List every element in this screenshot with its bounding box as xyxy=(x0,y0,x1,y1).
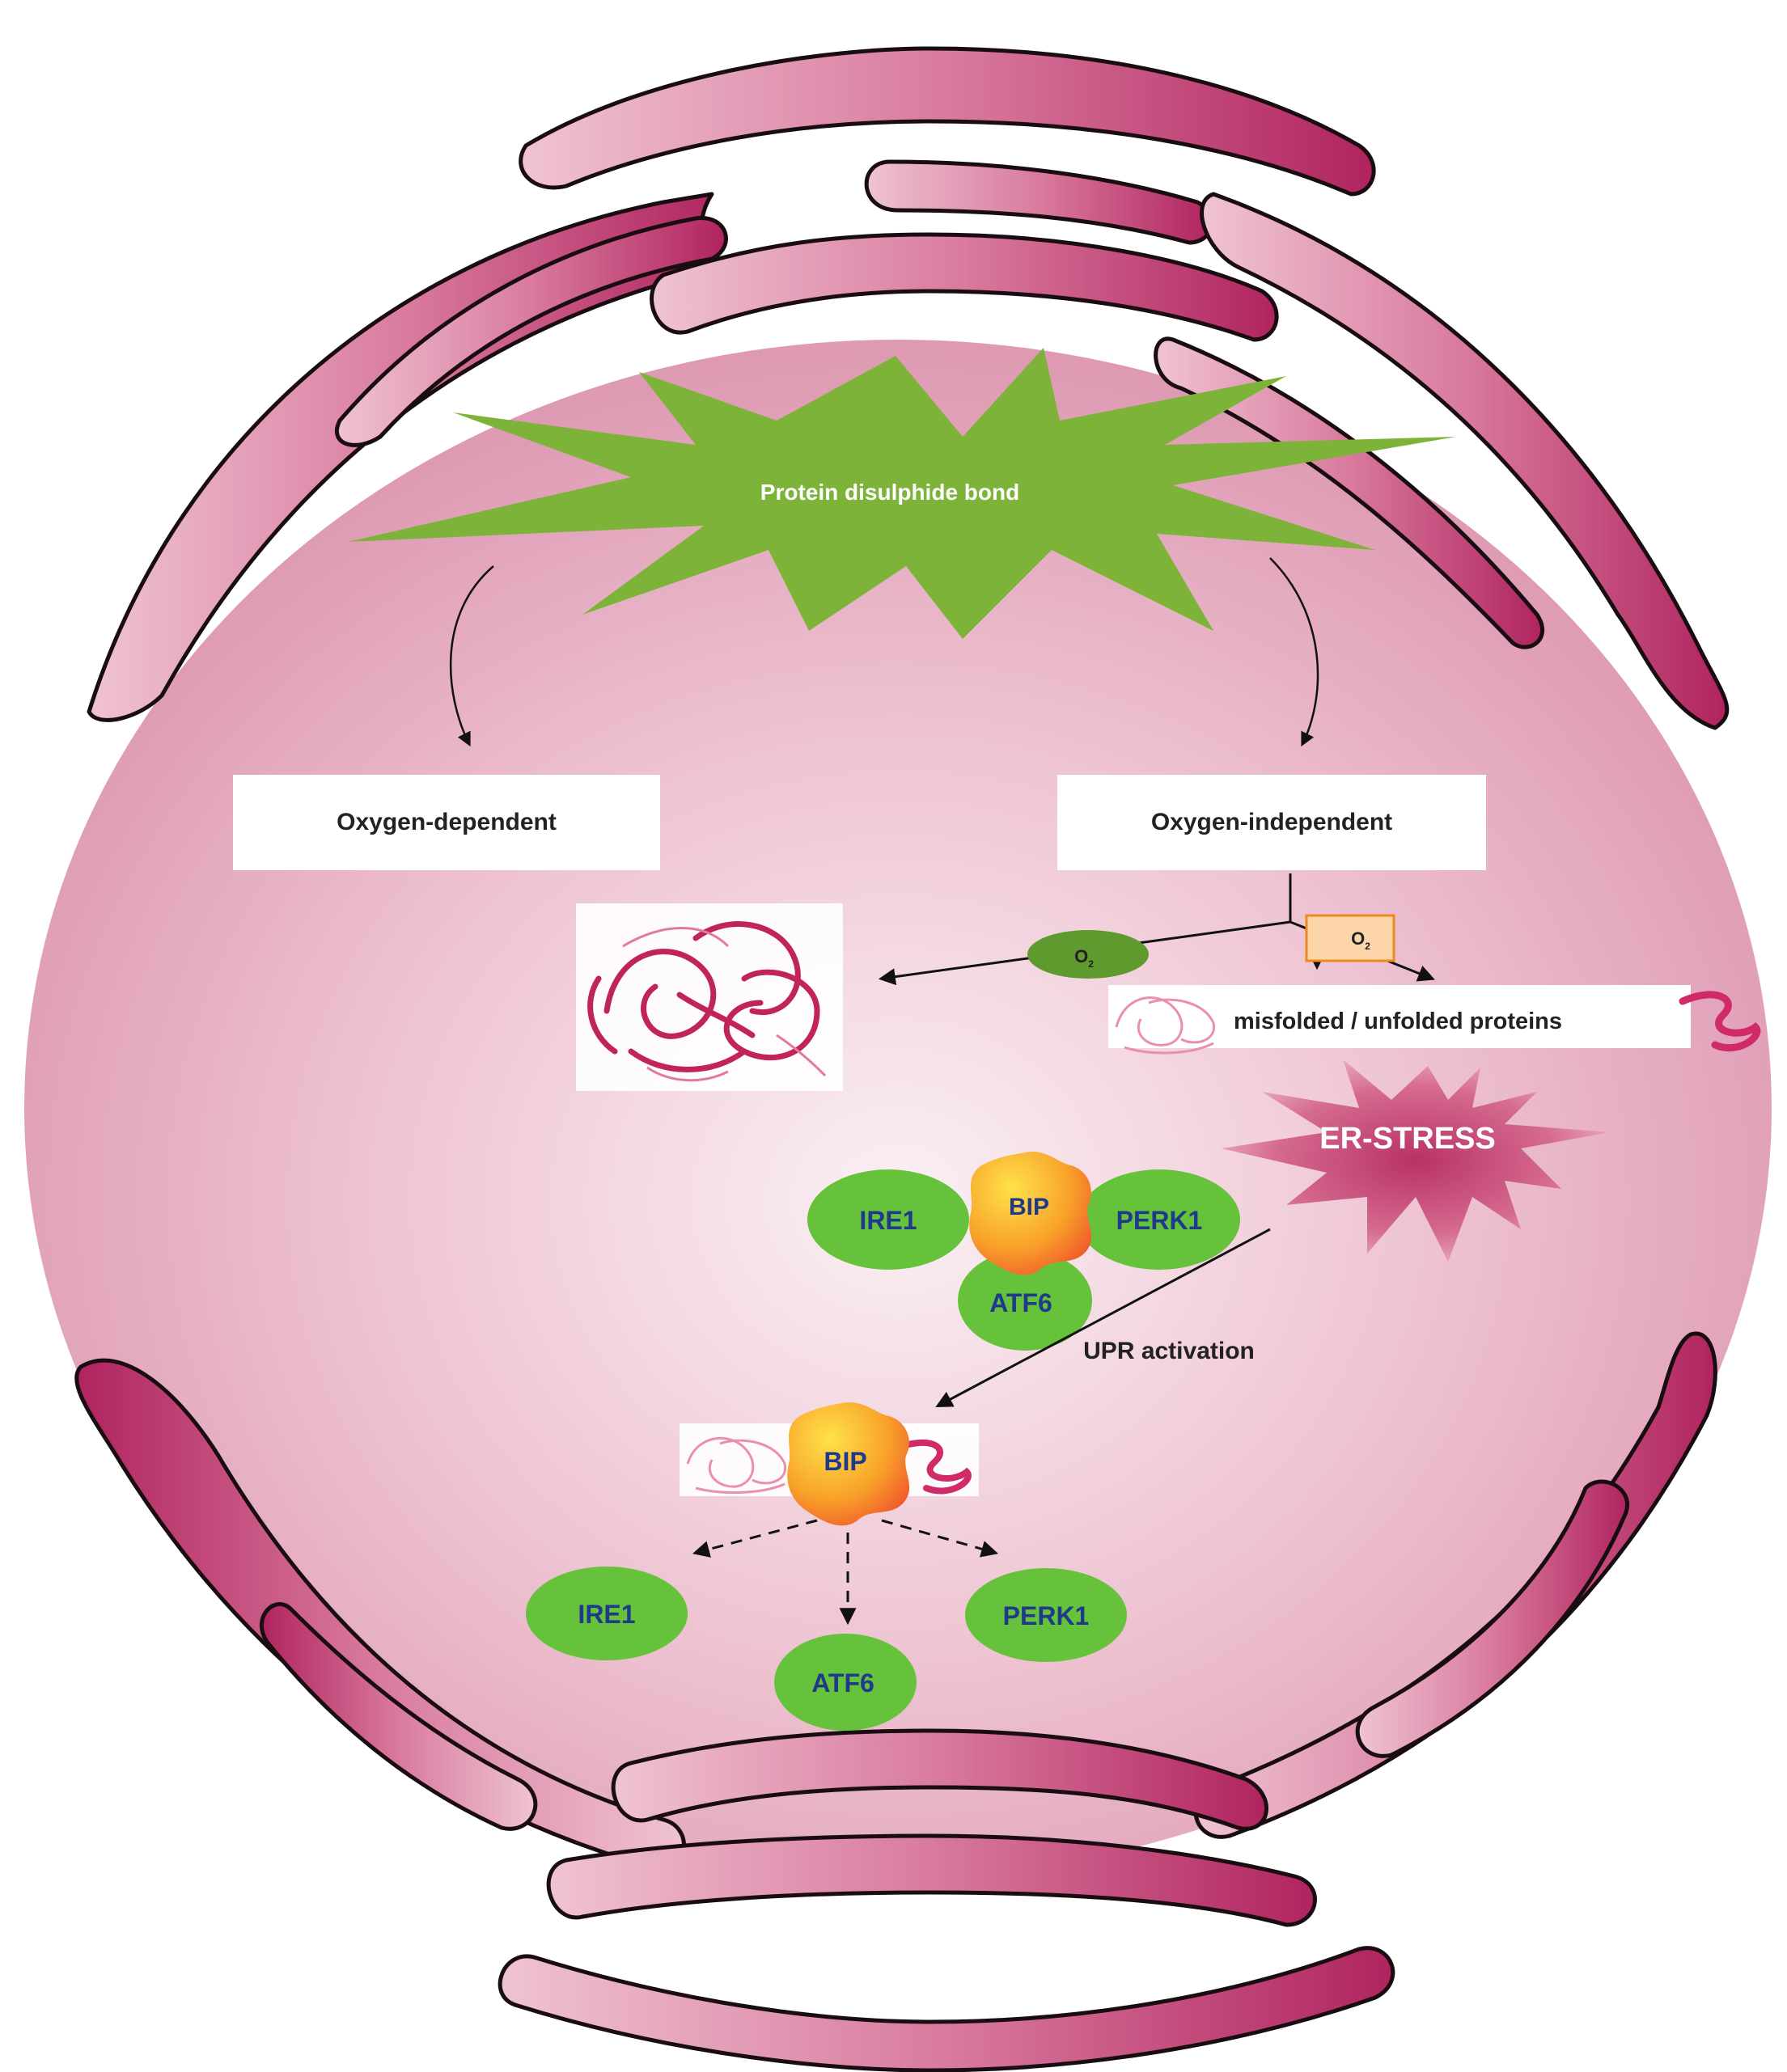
oxygen-independent-box xyxy=(1057,775,1486,870)
perk1-active-label: PERK1 xyxy=(1003,1601,1090,1630)
dashed-arrow-ire1 xyxy=(692,1519,818,1558)
upr-complex-active: BIP IRE1 ATF6 PERK1 xyxy=(526,1402,1127,1731)
o2-box xyxy=(1305,914,1395,962)
center-label: Protein disulphide bond xyxy=(760,480,1019,505)
atf6-active-label: ATF6 xyxy=(811,1668,874,1698)
ire1-label: IRE1 xyxy=(859,1206,917,1235)
oxygen-independent-label: Oxygen-independent xyxy=(1151,809,1392,835)
atf6-label: ATF6 xyxy=(989,1288,1052,1317)
misfolded-protein-image xyxy=(1115,996,1216,1055)
bip-label: BIP xyxy=(1009,1194,1049,1220)
upr-label: UPR activation xyxy=(1083,1338,1255,1364)
atf6-node xyxy=(958,1250,1092,1351)
bound-misfolded-protein-image xyxy=(686,1436,787,1494)
upr-complex-inactive: IRE1 PERK1 ATF6 BIP xyxy=(807,1151,1240,1351)
bip-node xyxy=(969,1151,1092,1275)
perk1-label: PERK1 xyxy=(1116,1206,1203,1235)
atf6-active-node xyxy=(774,1634,917,1731)
misfolded-label: misfolded / unfolded proteins xyxy=(1234,1009,1562,1034)
oxygen-dependent-box xyxy=(233,775,660,870)
o2-ellipse xyxy=(1027,930,1149,979)
arrow-to-oxygen-independent xyxy=(1269,557,1319,747)
o2-label-left: O2 xyxy=(1074,946,1094,970)
bottom-membrane xyxy=(74,1331,1717,2072)
perk1-node xyxy=(1078,1169,1240,1270)
er-stress-label: ER-STRESS xyxy=(1319,1122,1495,1156)
folded-protein-image xyxy=(576,903,843,1091)
disulphide-starburst xyxy=(348,348,1456,639)
bip-active-node xyxy=(787,1402,910,1526)
o2-label-right: O2 xyxy=(1351,928,1370,952)
oxygen-dependent-label: Oxygen-dependent xyxy=(337,809,557,835)
top-membrane xyxy=(87,46,1730,730)
bound-unfolded-chain-icon xyxy=(895,1439,972,1495)
arrow-to-oxygen-dependent xyxy=(449,565,494,747)
dashed-arrow-perk1 xyxy=(881,1519,999,1558)
bip-active-label: BIP xyxy=(824,1447,866,1476)
perk1-active-node xyxy=(965,1568,1127,1662)
ire1-active-label: IRE1 xyxy=(578,1600,635,1629)
ire1-active-node xyxy=(526,1567,688,1660)
ire1-node xyxy=(807,1169,969,1270)
unfolded-chain-icon xyxy=(1679,991,1761,1052)
er-stress-starburst xyxy=(1222,1059,1610,1262)
misfolded-strip xyxy=(1108,985,1691,1048)
upr-activation-arrow xyxy=(935,1228,1271,1407)
